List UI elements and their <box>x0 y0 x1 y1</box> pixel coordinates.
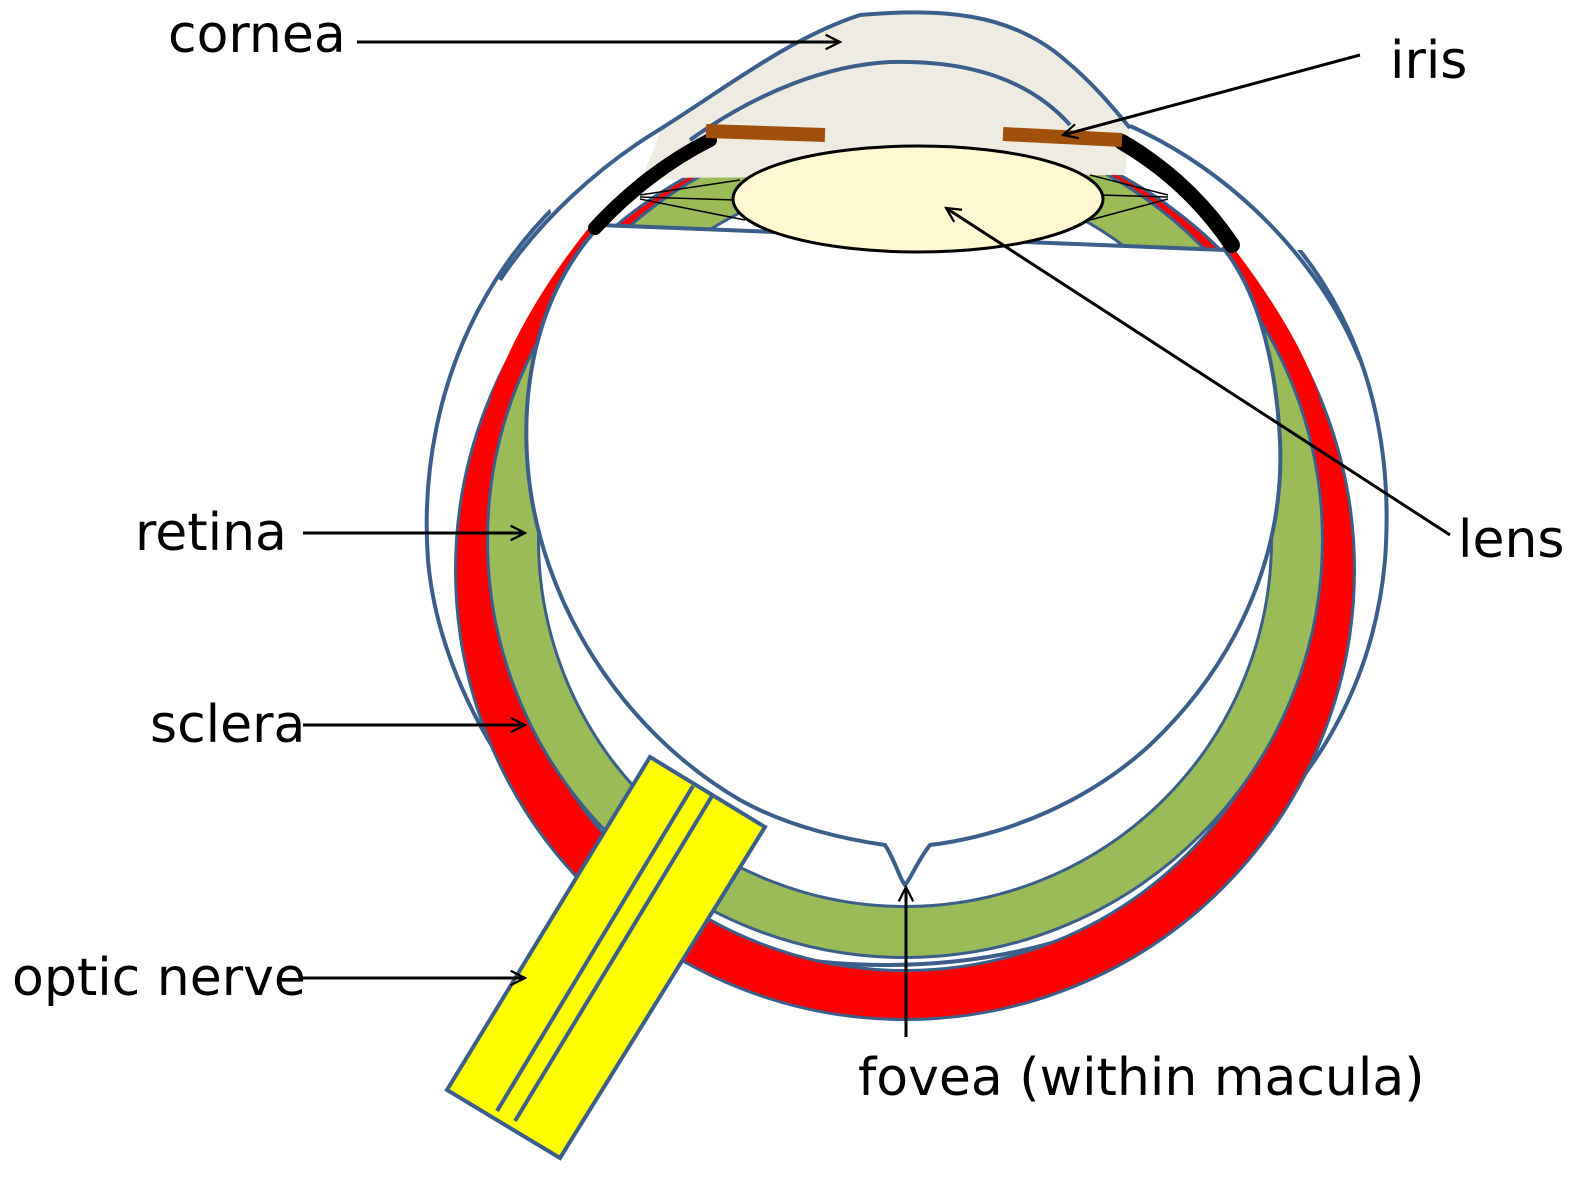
iris-left <box>706 131 825 135</box>
optic-nerve-label: optic nerve <box>12 948 306 1008</box>
lens-label: lens <box>1458 510 1565 570</box>
iris-right <box>1003 134 1122 140</box>
iris-label: iris <box>1390 31 1467 91</box>
retina-label: retina <box>135 503 287 563</box>
fovea-label: fovea (within macula) <box>858 1048 1425 1108</box>
sclera-label: sclera <box>150 695 305 755</box>
cornea-label: cornea <box>168 5 346 65</box>
lens <box>733 146 1103 252</box>
